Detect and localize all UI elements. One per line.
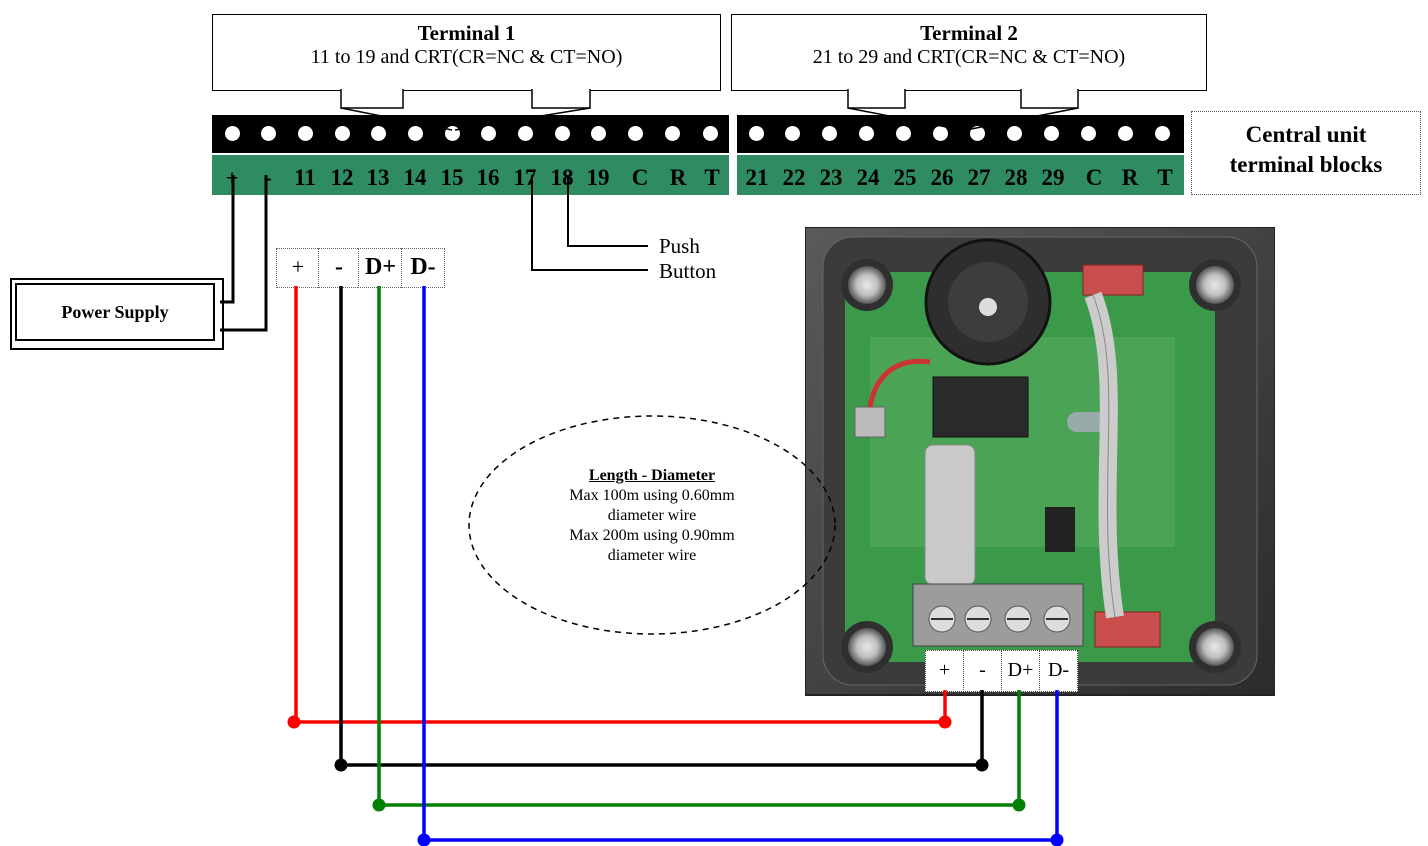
terminal-label: 28 — [1004, 165, 1028, 190]
length-note-line: Max 100m using 0.60mm — [569, 487, 735, 504]
terminal-screw — [749, 126, 764, 141]
terminal-screw — [665, 126, 680, 141]
power-supply-label: Power Supply — [15, 283, 215, 341]
block1-label-row — [212, 155, 729, 195]
terminal-screw — [335, 126, 350, 141]
terminal-label: 27 — [967, 165, 991, 190]
terminal-label: T — [1157, 165, 1173, 190]
terminal-screw — [371, 126, 386, 141]
block2-label-row — [737, 155, 1184, 195]
power-supply-box — [10, 278, 224, 350]
terminal-label: 12 — [330, 165, 354, 190]
terminal1-subtitle: 11 to 19 and CRT(CR=NC & CT=NO) — [310, 46, 623, 68]
push-button-line2: Button — [659, 259, 717, 283]
terminal-label: C — [1085, 165, 1103, 190]
terminal-label: 22 — [782, 165, 806, 190]
terminal-screw — [1044, 126, 1059, 141]
terminal-screw — [1118, 126, 1133, 141]
terminal-screw — [518, 126, 533, 141]
terminal-label: R — [669, 165, 687, 190]
central-unit-label: Central unit terminal blocks — [1191, 111, 1421, 195]
terminal-label: - — [264, 165, 272, 190]
terminal2-callout: Terminal 2 21 to 29 and CRT(CR=NC & CT=N… — [731, 14, 1207, 91]
terminal-label: T — [704, 165, 720, 190]
length-note-line: diameter wire — [607, 507, 697, 524]
wire-terminal-box: - — [318, 248, 360, 288]
central-unit-line1: Central unit — [1245, 122, 1367, 147]
terminal-screw — [1155, 126, 1170, 141]
terminal-screw — [785, 126, 800, 141]
terminal-screw — [225, 126, 240, 141]
terminal-screw — [408, 126, 423, 141]
terminal-screw — [298, 126, 313, 141]
terminal-screw — [933, 126, 948, 141]
terminal-label: 11 — [294, 165, 316, 190]
terminal-label: 19 — [586, 165, 610, 190]
terminal2-title: Terminal 2 — [920, 21, 1018, 45]
terminal1-callout: Terminal 1 11 to 19 and CRT(CR=NC & CT=N… — [212, 14, 721, 91]
terminal-screw — [481, 126, 496, 141]
device-terminal-label: D- — [1039, 650, 1078, 692]
push-button-line1: Push — [659, 234, 700, 258]
device-terminal-label: D+ — [1001, 650, 1040, 692]
terminal-screw — [591, 126, 606, 141]
terminal-screw — [896, 126, 911, 141]
terminal-label: 17 — [513, 165, 537, 190]
terminal-screw — [822, 126, 837, 141]
terminal-screw — [970, 126, 985, 141]
terminal-label: 13 — [366, 165, 390, 190]
receiver-device-image — [805, 227, 1275, 696]
terminal-screw — [703, 126, 718, 141]
terminal-screw — [555, 126, 570, 141]
wire-terminal-box: D- — [401, 248, 445, 288]
terminal-label: 25 — [893, 165, 917, 190]
terminal-label: 16 — [476, 165, 500, 190]
terminal-screw — [1081, 126, 1096, 141]
push-button-label: Push Button — [659, 234, 716, 284]
terminal-label: 26 — [930, 165, 954, 190]
terminal-label: 15 — [440, 165, 464, 190]
terminal-screw — [261, 126, 276, 141]
power-supply-text: Power Supply — [61, 302, 169, 322]
terminal-label: C — [631, 165, 649, 190]
terminal2-subtitle: 21 to 29 and CRT(CR=NC & CT=NO) — [812, 46, 1126, 68]
block2-screw-row — [737, 115, 1184, 153]
terminal-label: R — [1121, 165, 1139, 190]
central-unit-line2: terminal blocks — [1229, 152, 1383, 177]
length-note-heading: Length - Diameter — [588, 467, 716, 484]
length-note-line: Max 200m using 0.90mm — [569, 527, 735, 544]
terminal-label: 23 — [819, 165, 843, 190]
wire-terminal-box: D+ — [358, 248, 403, 288]
length-note-ellipse — [468, 415, 836, 635]
wire-terminal-box: + — [276, 248, 320, 288]
terminal-label: 24 — [856, 165, 880, 190]
length-note: Length - Diameter Max 100m using 0.60mm … — [532, 466, 772, 566]
length-note-line: diameter wire — [607, 547, 697, 564]
terminal1-title: Terminal 1 — [417, 21, 516, 45]
terminal-screw — [1007, 126, 1022, 141]
terminal-screw — [628, 126, 643, 141]
terminal-label: 14 — [403, 165, 427, 190]
terminal-label: 21 — [745, 165, 769, 190]
terminal-screw — [859, 126, 874, 141]
terminal-label: 29 — [1041, 165, 1065, 190]
